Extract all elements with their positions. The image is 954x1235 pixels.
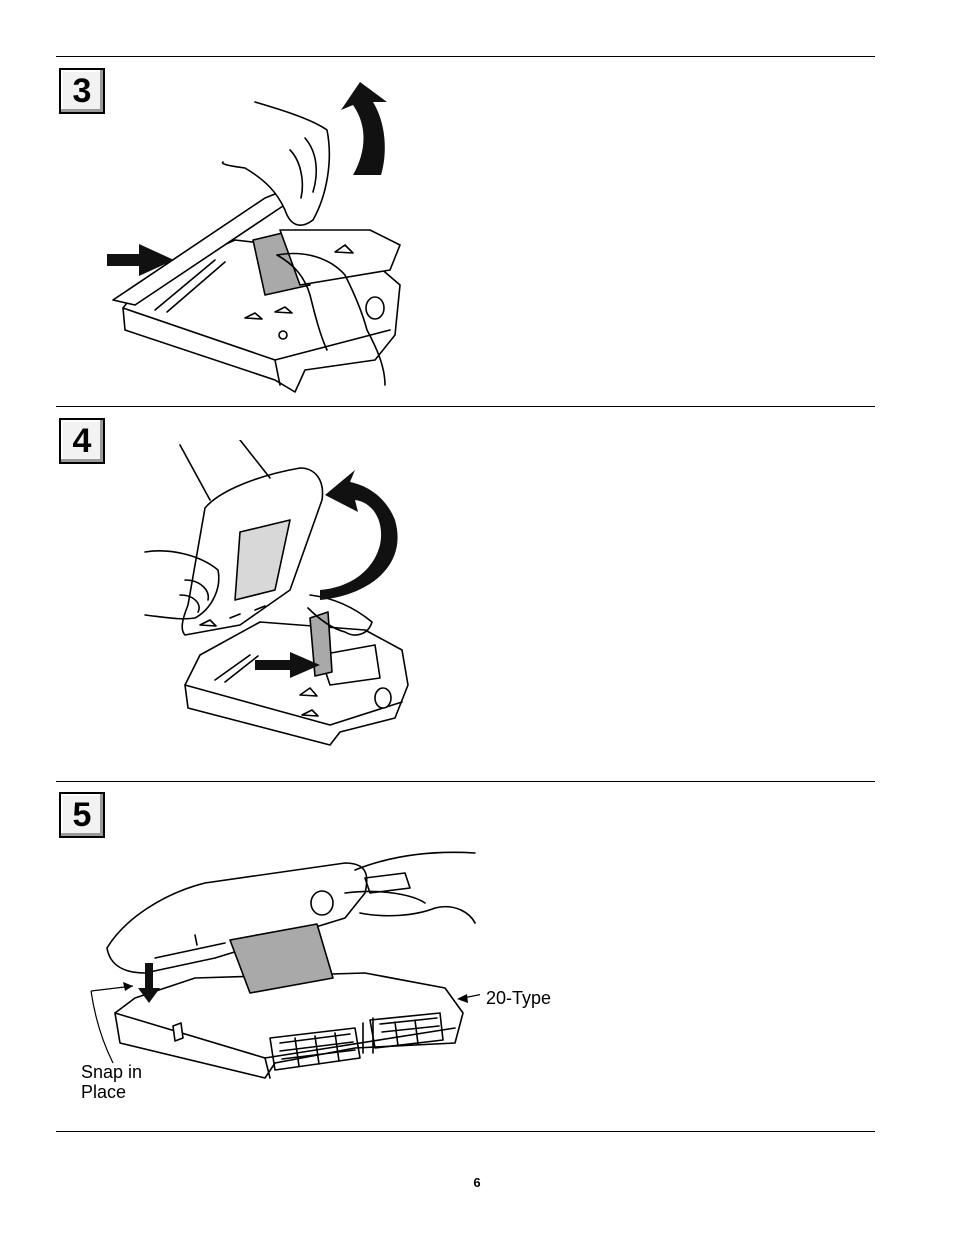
step-5-illustration [85, 848, 480, 1088]
step-number: 5 [73, 798, 92, 832]
step-4-badge: 4 [59, 418, 105, 464]
top-rule [56, 56, 875, 57]
divider-rule-1 [56, 406, 875, 407]
divider-rule-2 [56, 781, 875, 782]
step-number: 3 [73, 74, 92, 108]
step-number: 4 [73, 424, 92, 458]
callout-snap-line-1: Snap in [81, 1062, 142, 1082]
callout-snap-in-place: Snap in Place [81, 1062, 142, 1102]
bottom-rule [56, 1131, 875, 1132]
step-3-badge: 3 [59, 68, 105, 114]
step-4-illustration [140, 440, 415, 765]
callout-20-type: 20-Type [486, 988, 551, 1008]
step-3-illustration [105, 80, 435, 395]
callout-snap-line-2: Place [81, 1082, 142, 1102]
page-number: 6 [0, 1175, 954, 1190]
step-5-badge: 5 [59, 792, 105, 838]
